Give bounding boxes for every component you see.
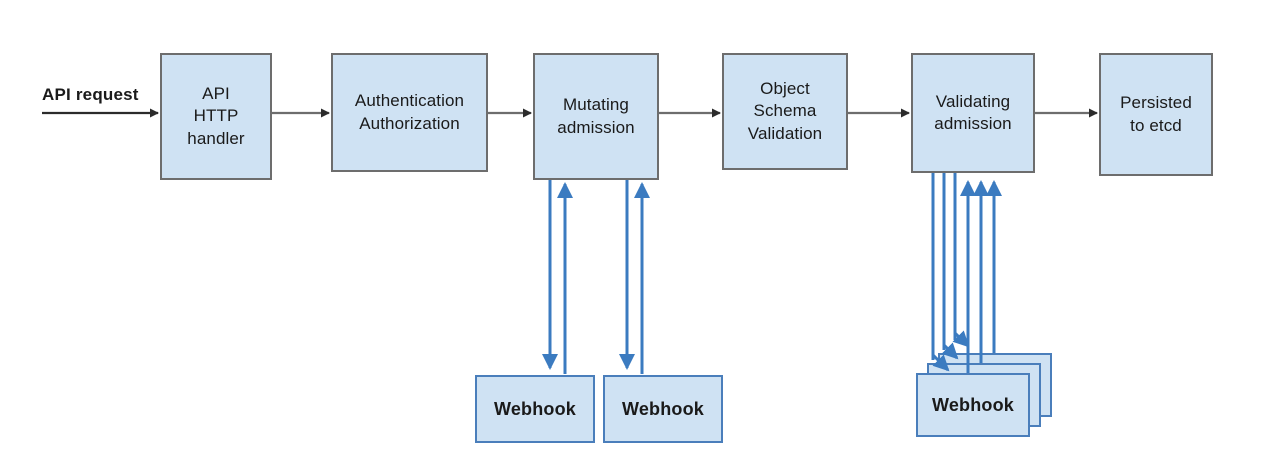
process-box-object-schema-validation[interactable]: Object Schema Validation: [722, 53, 848, 170]
webhook-box-validating-front[interactable]: Webhook: [916, 373, 1030, 437]
process-box-mutating-admission[interactable]: Mutating admission: [533, 53, 659, 180]
connector-validating-to-webhook-1: [931, 173, 950, 372]
webhook-box-mutating-2[interactable]: Webhook: [603, 375, 723, 443]
process-box-validating-admission[interactable]: Validating admission: [911, 53, 1035, 173]
webhook-box-mutating-1[interactable]: Webhook: [475, 375, 595, 443]
api-request-label: API request: [42, 85, 139, 104]
connector-validating-to-webhook-3: [952, 173, 970, 348]
process-box-api-http-handler[interactable]: API HTTP handler: [160, 53, 272, 180]
process-box-persisted-to-etcd[interactable]: Persisted to etcd: [1099, 53, 1213, 176]
process-box-authentication-authorization[interactable]: Authentication Authorization: [331, 53, 488, 172]
connector-validating-to-webhook-2: [941, 173, 959, 360]
